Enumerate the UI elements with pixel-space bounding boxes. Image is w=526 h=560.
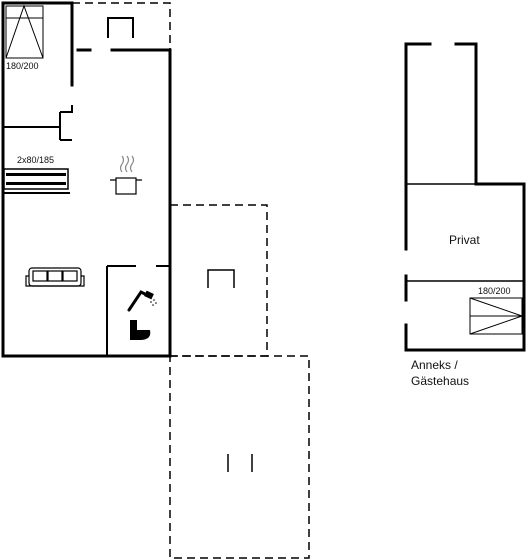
bunk-bed-size-label: 2x80/185 <box>17 155 55 165</box>
shower-icon <box>127 290 157 312</box>
annex-bed-icon <box>469 297 524 335</box>
sofa-icon <box>25 267 85 287</box>
annex-caption-line1: Anneks / <box>411 358 458 372</box>
toilet-icon <box>130 320 151 340</box>
cooking-pot-icon <box>110 155 142 195</box>
main-house-walls <box>1 1 172 358</box>
outdoor-marks <box>207 269 253 472</box>
dashed-outlines <box>72 2 310 559</box>
annex-room-label: Privat <box>449 233 480 247</box>
annex-bed-size-label: 180/200 <box>478 286 511 296</box>
bunk-bed-icon <box>3 168 69 190</box>
annex-caption-line2: Gästehaus <box>411 374 470 388</box>
bed-icon <box>5 4 44 59</box>
bedroom-bed-size-label: 180/200 <box>6 61 39 71</box>
annex-walls <box>404 42 526 352</box>
main-house-inner-walls <box>3 17 170 356</box>
annex-inner-walls <box>406 183 524 282</box>
